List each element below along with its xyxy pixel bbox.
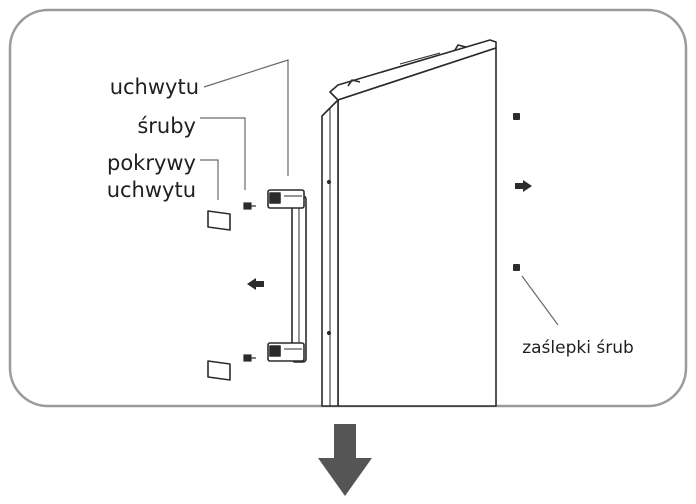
assembly-arrow-left — [247, 278, 264, 290]
door-panel — [321, 39, 497, 407]
arrow-down-icon — [318, 424, 372, 496]
screw-cap-top — [513, 113, 520, 120]
leader-lines — [200, 59, 559, 326]
leader-covers — [200, 159, 219, 200]
label-covers-line1: pokrywy — [107, 151, 196, 175]
assembly-arrows — [247, 180, 532, 290]
leader-handle — [203, 59, 289, 176]
label-handle: uchwytu — [110, 75, 199, 99]
handle-part — [267, 189, 307, 363]
screw-cap-bottom — [513, 264, 520, 271]
label-covers-line2: uchwytu — [107, 178, 196, 202]
leader-screw-caps — [521, 275, 559, 326]
assembly-arrow-right — [515, 180, 532, 192]
screw-parts — [243, 202, 256, 362]
label-screws: śruby — [137, 114, 196, 138]
leader-screws — [200, 117, 246, 190]
handle-cover-top — [207, 210, 231, 231]
handle-cover-bottom — [207, 360, 231, 381]
screw-top — [243, 202, 256, 210]
screw-bottom — [243, 354, 256, 362]
handle-cover-parts — [207, 210, 231, 381]
label-screw-caps: zaślepki śrub — [522, 338, 634, 358]
screw-cap-parts — [513, 113, 520, 271]
